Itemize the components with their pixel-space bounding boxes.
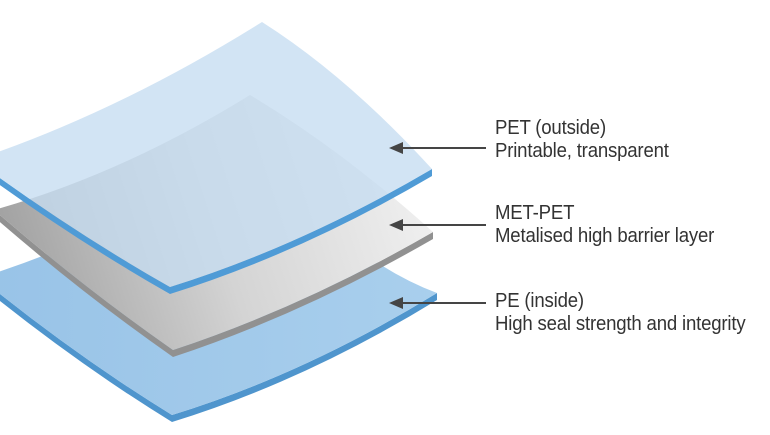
pe-layer-name: PE (inside) [495,290,584,312]
pet-layer-description: Printable, transparent [495,140,669,162]
pet-layer-name: PET (outside) [495,117,606,139]
pet-layer-sheet [0,22,432,294]
pet-leader-arrow [389,142,486,154]
met-pet-callout: MET-PET Metalised high barrier layer [495,202,714,248]
pet-arrowhead-icon [389,142,403,154]
pet-callout: PET (outside) Printable, transparent [495,117,669,163]
met-pet-layer-description: Metalised high barrier layer [495,225,715,247]
met-pet-leader-arrow [389,219,486,231]
pe-leader-arrow [389,297,486,309]
met-pet-layer-name: MET-PET [495,202,575,224]
pe-callout: PE (inside) High seal strength and integ… [495,290,746,336]
pe-layer-description: High seal strength and integrity [495,313,746,335]
pet-layer-face [0,22,432,287]
met-pet-arrowhead-icon [389,219,403,231]
pe-arrowhead-icon [389,297,403,309]
